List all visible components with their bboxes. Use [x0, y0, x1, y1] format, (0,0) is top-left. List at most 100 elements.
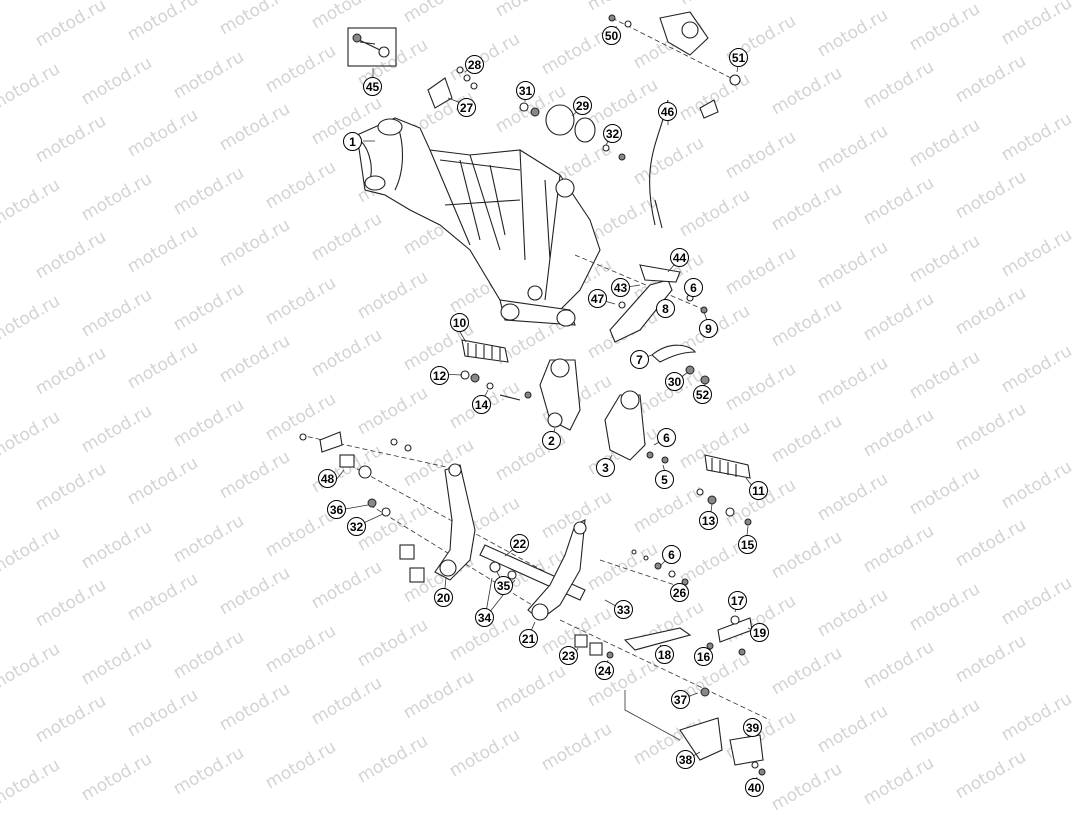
callout-label: 6 — [668, 547, 675, 562]
callout-13: 13 — [699, 511, 718, 530]
callout-label: 26 — [672, 585, 687, 600]
callout-label: 22 — [512, 536, 527, 551]
callout-33: 33 — [614, 600, 633, 619]
callout-label: 6 — [663, 430, 670, 445]
callout-label: 12 — [432, 368, 447, 383]
callout-label: 28 — [467, 57, 482, 72]
callout-label: 6 — [690, 280, 697, 295]
callout-label: 10 — [452, 315, 467, 330]
callout-3: 3 — [596, 458, 615, 477]
callout-label: 47 — [590, 291, 605, 306]
callout-label: 48 — [320, 471, 335, 486]
callout-label: 27 — [459, 100, 474, 115]
callout-label: 2 — [548, 433, 555, 448]
callout-46: 46 — [658, 102, 677, 121]
callout-label: 18 — [657, 647, 672, 662]
footrest-bracket-3-part — [604, 390, 669, 464]
callout-label: 13 — [701, 513, 716, 528]
lower-hardware-part — [559, 549, 771, 721]
callout-12: 12 — [430, 366, 449, 385]
callout-label: 7 — [636, 352, 643, 367]
callout-11: 11 — [749, 481, 768, 500]
callout-22: 22 — [510, 534, 529, 553]
callout-label: 38 — [678, 752, 693, 767]
callout-label: 40 — [747, 780, 762, 795]
callout-label: 37 — [673, 692, 688, 707]
callout-37: 37 — [671, 690, 690, 709]
callout-52: 52 — [693, 385, 712, 404]
callout-32-upper: 32 — [603, 124, 622, 143]
callout-label: 29 — [575, 98, 590, 113]
callout-label: 1 — [349, 134, 356, 149]
callout-label: 24 — [597, 663, 612, 678]
callout-label: 5 — [661, 472, 668, 487]
callout-51: 51 — [729, 48, 748, 67]
callout-label: 39 — [745, 720, 760, 735]
callout-2: 2 — [542, 431, 561, 450]
callout-35: 35 — [494, 576, 513, 595]
callout-label: 21 — [521, 631, 536, 646]
bracket-21-part — [527, 519, 587, 621]
callout-18: 18 — [655, 645, 674, 664]
footpeg-10-part — [460, 339, 521, 401]
callout-45: 45 — [363, 77, 382, 96]
callout-10: 10 — [450, 313, 469, 332]
lever-7-part — [651, 344, 710, 385]
callout-14: 14 — [472, 395, 491, 414]
callout-47: 47 — [588, 289, 607, 308]
callout-23: 23 — [559, 646, 578, 665]
callout-label: 3 — [602, 460, 609, 475]
bracket-20-part — [434, 463, 476, 581]
callout-44: 44 — [670, 248, 689, 267]
callout-6-upper: 6 — [684, 278, 703, 297]
callout-label: 9 — [705, 321, 712, 336]
callout-26: 26 — [670, 583, 689, 602]
callout-5: 5 — [655, 470, 674, 489]
bracket-38-part — [624, 687, 766, 776]
callout-label: 43 — [613, 280, 628, 295]
callout-label: 52 — [695, 387, 710, 402]
callout-label: 16 — [696, 649, 711, 664]
cable-46-part — [649, 99, 719, 229]
callout-38: 38 — [676, 750, 695, 769]
callout-label: 32 — [349, 519, 364, 534]
callout-8: 8 — [656, 299, 675, 318]
callout-label: 35 — [496, 578, 511, 593]
ignition-bolt-part — [347, 27, 397, 67]
callout-48: 48 — [318, 469, 337, 488]
callout-40: 40 — [745, 778, 764, 797]
callout-label: 14 — [474, 397, 489, 412]
callout-label: 45 — [365, 79, 380, 94]
pulley-29-part — [519, 102, 626, 161]
lever-18-part — [623, 615, 753, 656]
callout-21: 21 — [519, 629, 538, 648]
callout-28: 28 — [465, 55, 484, 74]
callout-39: 39 — [743, 718, 762, 737]
callout-15: 15 — [738, 535, 757, 554]
left-hardware-part — [299, 431, 561, 611]
callout-31: 31 — [516, 81, 535, 100]
callout-36: 36 — [327, 500, 346, 519]
callout-label: 11 — [752, 483, 765, 498]
callout-label: 31 — [518, 83, 533, 98]
callout-label: 50 — [604, 28, 619, 43]
footrest-bracket-2-part — [524, 358, 581, 431]
callout-34: 34 — [475, 608, 494, 627]
callout-label: 30 — [667, 374, 682, 389]
callout-24: 24 — [595, 661, 614, 680]
callout-19: 19 — [750, 623, 769, 642]
callout-1: 1 — [343, 132, 362, 151]
callout-43: 43 — [611, 278, 630, 297]
callout-7: 7 — [630, 350, 649, 369]
callout-label: 19 — [752, 625, 767, 640]
callout-9: 9 — [699, 319, 718, 338]
callout-30: 30 — [665, 372, 684, 391]
callout-label: 33 — [616, 602, 631, 617]
bolt-50-51-part — [608, 11, 741, 86]
callout-label: 36 — [329, 502, 344, 517]
callout-27: 27 — [457, 98, 476, 117]
callout-6-lower: 6 — [662, 545, 681, 564]
callout-label: 46 — [660, 104, 675, 119]
